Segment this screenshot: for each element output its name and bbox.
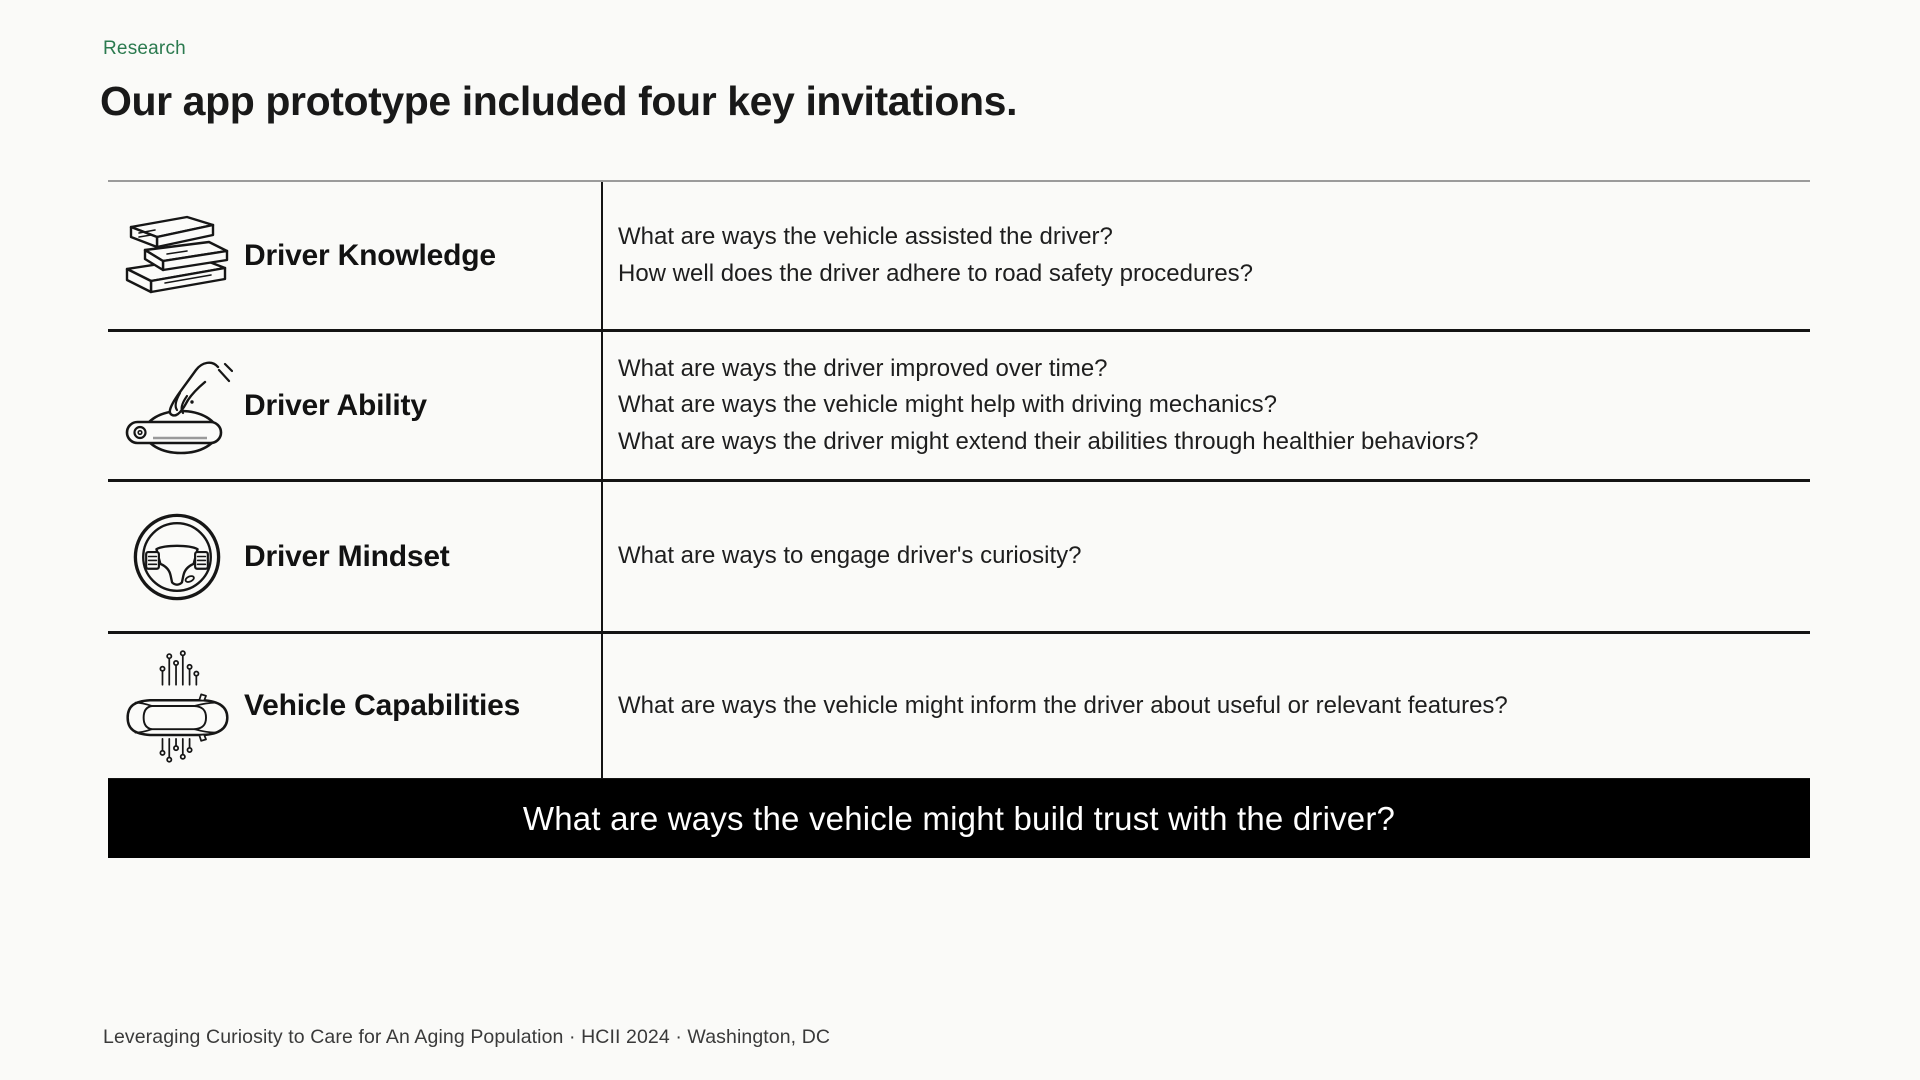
row-questions-cell: What are ways the vehicle assisted the d… xyxy=(601,182,1810,329)
banner-text: What are ways the vehicle might build tr… xyxy=(522,799,1396,837)
question-text: What are ways the vehicle might help wit… xyxy=(618,391,1277,419)
hand-door-handle-icon xyxy=(118,356,236,456)
table-row-vehicle-capabilities: Vehicle Capabilities What are ways the v… xyxy=(108,634,1810,781)
row-header-cell: Vehicle Capabilities xyxy=(108,634,601,778)
row-header-cell: Driver Ability xyxy=(108,332,601,479)
car-technology-icon xyxy=(118,648,236,764)
question-text: What are ways the vehicle assisted the d… xyxy=(618,223,1113,250)
row-label: Driver Ability xyxy=(244,388,427,422)
table-row-driver-knowledge: Driver Knowledge What are ways the vehic… xyxy=(108,182,1810,332)
row-label: Driver Knowledge xyxy=(244,238,496,272)
steering-wheel-icon xyxy=(118,510,236,604)
row-questions-cell: What are ways to engage driver's curiosi… xyxy=(601,482,1810,631)
section-eyebrow: Research xyxy=(103,38,186,59)
row-questions-cell: What are ways the vehicle might inform t… xyxy=(601,634,1810,778)
question-text: How well does the driver adhere to road … xyxy=(618,259,1254,287)
table-column-divider xyxy=(601,182,603,781)
row-questions-cell: What are ways the driver improved over t… xyxy=(601,332,1810,479)
row-label: Driver Mindset xyxy=(244,539,450,573)
books-icon xyxy=(118,213,236,299)
invitations-table: Driver Knowledge What are ways the vehic… xyxy=(108,180,1810,781)
table-row-driver-mindset: Driver Mindset What are ways to engage d… xyxy=(108,482,1810,634)
question-text: What are ways the driver improved over t… xyxy=(618,354,1108,382)
page-title: Our app prototype included four key invi… xyxy=(100,78,1018,124)
question-text: What are ways to engage driver's curiosi… xyxy=(618,542,1082,570)
row-label: Vehicle Capabilities xyxy=(244,689,521,722)
question-text: What are ways the vehicle might inform t… xyxy=(618,691,1508,719)
table-row-driver-ability: Driver Ability What are ways the driver … xyxy=(108,332,1810,482)
footer-credit: Leveraging Curiosity to Care for An Agin… xyxy=(103,1026,831,1048)
row-header-cell: Driver Knowledge xyxy=(108,182,601,329)
row-header-cell: Driver Mindset xyxy=(108,482,601,631)
question-text: What are ways the driver might extend th… xyxy=(618,427,1479,455)
trust-banner: What are ways the vehicle might build tr… xyxy=(108,779,1810,858)
